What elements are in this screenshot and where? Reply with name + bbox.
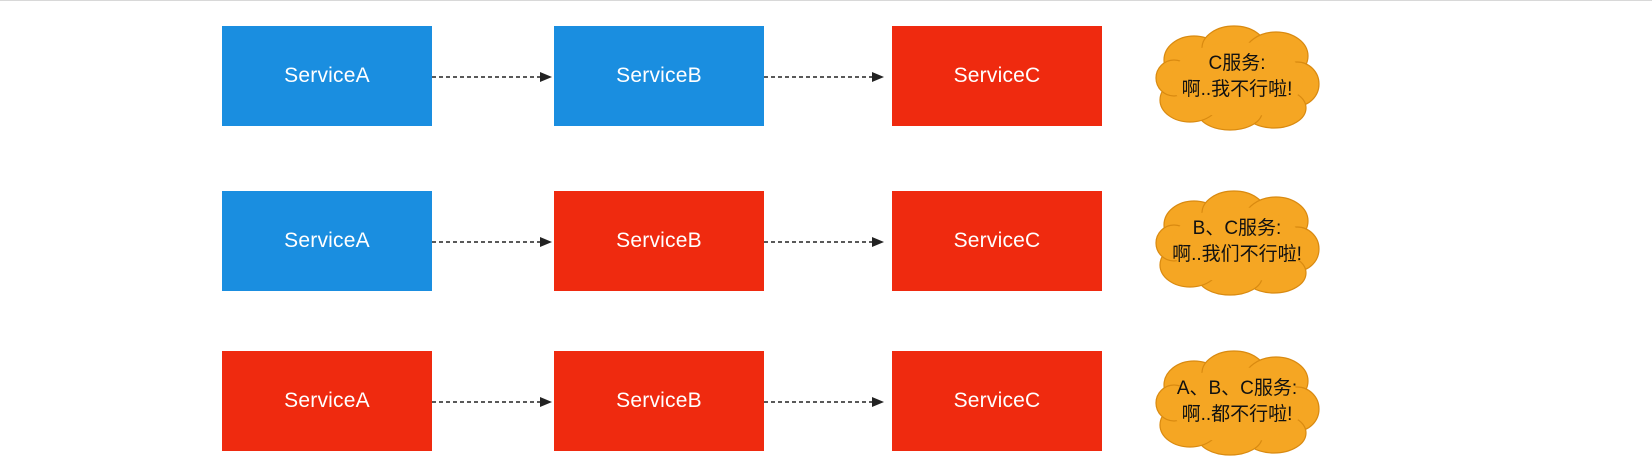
row-3-b-to-c-arrow-icon [764, 397, 884, 407]
top-border [0, 0, 1652, 1]
row-2-b-to-c-arrow-icon [764, 237, 884, 247]
cloud-note-message: 啊..我们不行啦! [1172, 244, 1302, 265]
node-label: ServiceA [284, 389, 370, 412]
node-label: ServiceB [616, 389, 702, 412]
cloud-note-message: 啊..都不行啦! [1181, 404, 1293, 425]
row-3-a-to-b-arrow-icon [432, 397, 552, 407]
cloud-note-title: A、B、C服务: [1176, 378, 1298, 399]
row-2-thought-cloud: B、C服务: 啊..我们不行啦! [1152, 187, 1322, 297]
row-1-service-a-node: ServiceA [222, 26, 432, 126]
row-2-service-a-node: ServiceA [222, 191, 432, 291]
node-label: ServiceC [953, 389, 1041, 412]
cloud-note-message: 啊..我不行啦! [1181, 79, 1293, 100]
thought-cloud-icon [1155, 190, 1320, 296]
cloud-note-title: C服务: [1208, 53, 1266, 74]
row-3-service-a-node: ServiceA [222, 351, 432, 451]
row-1-a-to-b-arrow-icon [432, 72, 552, 82]
node-label: ServiceB [616, 64, 702, 87]
node-label: ServiceA [284, 229, 370, 252]
row-2-a-to-b-arrow-icon [432, 237, 552, 247]
row-3-service-b-node: ServiceB [554, 351, 764, 451]
row-1-b-to-c-arrow-icon [764, 72, 884, 82]
row-1-service-b-node: ServiceB [554, 26, 764, 126]
row-1-thought-cloud: C服务: 啊..我不行啦! [1152, 22, 1322, 132]
row-3-service-c-node: ServiceC [892, 351, 1102, 451]
row-2-service-c-node: ServiceC [892, 191, 1102, 291]
row-2-service-b-node: ServiceB [554, 191, 764, 291]
node-label: ServiceC [953, 229, 1041, 252]
node-label: ServiceB [616, 229, 702, 252]
row-3-thought-cloud: A、B、C服务: 啊..都不行啦! [1152, 347, 1322, 457]
cloud-note-title: B、C服务: [1192, 218, 1282, 239]
node-label: ServiceA [284, 64, 370, 87]
row-1-service-c-node: ServiceC [892, 26, 1102, 126]
thought-cloud-icon [1155, 350, 1320, 456]
thought-cloud-icon [1155, 25, 1320, 131]
node-label: ServiceC [953, 64, 1041, 87]
